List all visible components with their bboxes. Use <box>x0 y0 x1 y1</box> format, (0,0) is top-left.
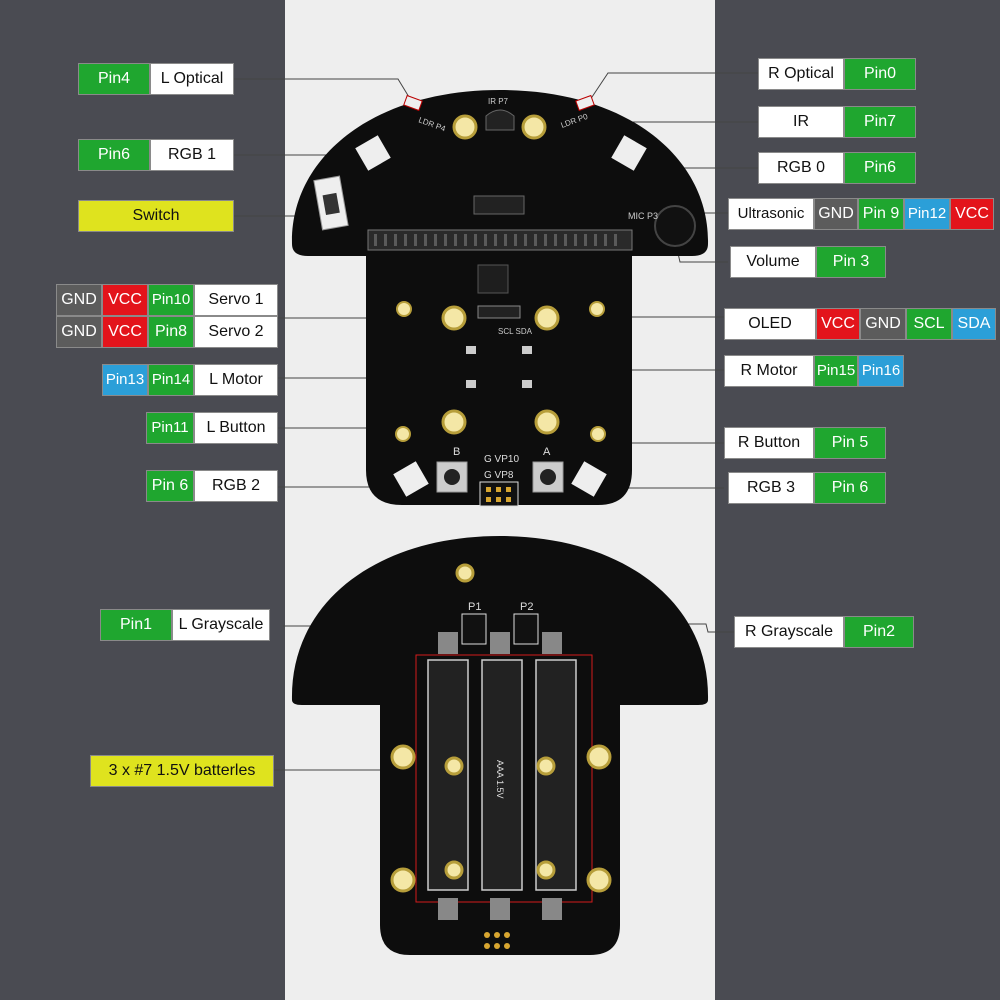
servo1-pin: Pin10 <box>148 284 194 316</box>
r-motor-pin-b: Pin16 <box>858 355 904 387</box>
edge-connector <box>367 229 633 251</box>
ldr-left <box>403 94 423 112</box>
l-grayscale-pin: Pin1 <box>100 609 172 641</box>
r-motor-name: R Motor <box>724 355 814 387</box>
silk-ir-p7: IR P7 <box>488 97 509 106</box>
oled-gnd: GND <box>860 308 906 340</box>
ultrasonic-pin-a: Pin 9 <box>858 198 904 230</box>
silk-vp8: G VP8 <box>484 470 514 481</box>
top-leds <box>395 114 606 442</box>
r-motor-pin-a: Pin15 <box>814 355 858 387</box>
ultrasonic-pin-b: Pin12 <box>904 198 950 230</box>
silk-p2: P2 <box>520 601 533 613</box>
top-board: LDR P4 LDR P0 IR P7 MIC P <box>291 90 709 507</box>
ultrasonic-name: Ultrasonic <box>728 198 814 230</box>
l-motor-pin-a: Pin13 <box>102 364 148 396</box>
l-button-name: L Button <box>194 412 278 444</box>
servo2-name: Servo 2 <box>194 316 278 348</box>
l-motor-name: L Motor <box>194 364 278 396</box>
l-motor-pin-b: Pin14 <box>148 364 194 396</box>
silk-mic-p3: MIC P3 <box>628 211 658 221</box>
l-optical-name: L Optical <box>150 63 234 95</box>
rgb3-name: RGB 3 <box>728 472 814 504</box>
bottom-board: AAA 1.5V P1 P2 <box>291 536 709 955</box>
label-switch: Switch <box>78 200 234 232</box>
l-optical-pin: Pin4 <box>78 63 150 95</box>
ir-name: IR <box>758 106 844 138</box>
l-button-pin: Pin11 <box>146 412 194 444</box>
ir-receiver <box>485 109 515 131</box>
rgb1-pin: Pin6 <box>78 139 150 171</box>
rgb0-name: RGB 0 <box>758 152 844 184</box>
servo2-vcc: VCC <box>102 316 148 348</box>
rgb1-name: RGB 1 <box>150 139 234 171</box>
oled-name: OLED <box>724 308 816 340</box>
r-optical-pin: Pin0 <box>844 58 916 90</box>
servo2-pin: Pin8 <box>148 316 194 348</box>
oled-scl: SCL <box>906 308 952 340</box>
silk-a: A <box>543 446 551 458</box>
rgb2-name: RGB 2 <box>194 470 278 502</box>
volume-pin: Pin 3 <box>816 246 886 278</box>
oled-vcc: VCC <box>816 308 860 340</box>
ir-pin: Pin7 <box>844 106 916 138</box>
r-button-pin: Pin 5 <box>814 427 886 459</box>
buzzer <box>654 205 696 247</box>
rgb-leds <box>355 135 647 497</box>
silk-p1: P1 <box>468 601 481 613</box>
grayscale-right <box>513 613 539 645</box>
r-grayscale-pin: Pin2 <box>844 616 914 648</box>
silk-aaa: AAA 1.5V <box>495 760 505 799</box>
battery-holders <box>427 659 577 891</box>
ultrasonic-vcc: VCC <box>950 198 994 230</box>
ldr-right <box>575 94 595 112</box>
r-grayscale-name: R Grayscale <box>734 616 844 648</box>
servo1-gnd: GND <box>56 284 102 316</box>
rgb0-pin: Pin6 <box>844 152 916 184</box>
ultrasonic-gnd: GND <box>814 198 858 230</box>
servo2-gnd: GND <box>56 316 102 348</box>
silk-vp10: G VP10 <box>484 454 519 465</box>
grayscale-left <box>461 613 487 645</box>
volume-name: Volume <box>730 246 816 278</box>
r-optical-name: R Optical <box>758 58 844 90</box>
servo1-name: Servo 1 <box>194 284 278 316</box>
r-button-name: R Button <box>724 427 814 459</box>
silk-b: B <box>453 446 460 458</box>
rgb3-pin: Pin 6 <box>814 472 886 504</box>
oled-sda: SDA <box>952 308 996 340</box>
l-grayscale-name: L Grayscale <box>172 609 270 641</box>
servo1-vcc: VCC <box>102 284 148 316</box>
servo-header <box>479 481 519 507</box>
label-batteries: 3 x #7 1.5V batterles <box>90 755 274 787</box>
rgb2-pin: Pin 6 <box>146 470 194 502</box>
silk-scl-sda: SCL SDA <box>498 327 533 336</box>
